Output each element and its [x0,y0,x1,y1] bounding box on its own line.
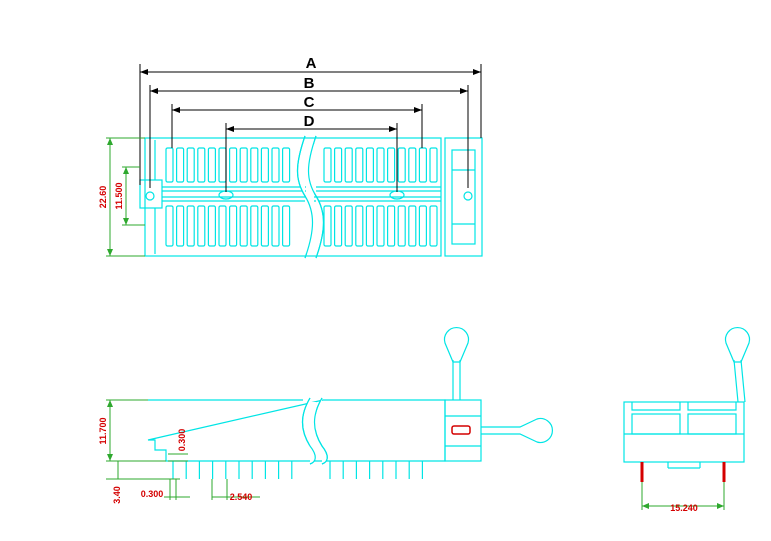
contact-slot [365,205,374,247]
contact-slot [334,205,343,247]
side-view-pins [172,461,423,479]
contact-slot [397,205,406,247]
dim-label-a: A [306,55,317,72]
dimension-lines-green [106,137,725,510]
dimension-arrows [140,69,481,132]
contact-slot [197,205,206,247]
dim-pin-width: 0.300 [141,489,164,499]
contact-slot [355,147,364,183]
dim-pin-length: 3.40 [112,486,122,504]
dim-label-b: B [304,75,315,92]
contact-slot [408,147,417,183]
contact-slot [387,205,396,247]
contact-slot [186,205,195,247]
contact-slot [260,205,269,247]
contact-slot [229,205,238,247]
contact-slots [165,147,438,247]
contact-slot [355,205,364,247]
contact-slot [207,205,216,247]
contact-slot [218,147,227,183]
contact-slot [218,205,227,247]
dim-label-d: D [304,113,315,130]
end-lever-knob [724,326,751,363]
dimension-lines [139,64,482,192]
contact-slot [418,205,427,247]
side-view-body [147,399,446,462]
contact-slot [408,205,417,247]
contact-slot [365,147,374,183]
dim-label-c: C [304,94,315,111]
lever-knob-upright [443,326,470,363]
contact-slot [186,147,195,183]
side-view [147,326,554,479]
contact-slot [197,147,206,183]
contact-slot [418,147,427,183]
lever-knob-horizontal [481,417,554,444]
contact-slot [387,147,396,183]
dim-pin-thickness: 0.300 [177,429,187,452]
contact-slot [271,205,280,247]
contact-slot [429,147,438,183]
contact-slot [250,147,259,183]
contact-slot [260,147,269,183]
contact-slot [250,205,259,247]
left-mount-tab [139,179,163,209]
contact-slot [344,147,353,183]
contact-slot [282,205,291,247]
dim-height-total: 22.60 [98,186,108,209]
top-view [139,135,483,259]
end-view-body [623,401,745,463]
contact-slot [271,147,280,183]
lever-slot-red [451,425,471,435]
contact-slot [323,147,332,183]
mount-hole-right [463,191,473,201]
dim-pitch: 2.540 [230,492,253,502]
mount-hole-left [145,191,155,201]
dim-side-height: 11.700 [98,417,108,444]
end-view [623,326,751,469]
contact-slot [334,147,343,183]
contact-slot [239,147,248,183]
contact-slot [176,147,185,183]
contact-slot [239,205,248,247]
side-lever-block [444,399,482,462]
contact-slot [376,147,385,183]
contact-slot [229,147,238,183]
lever-end-block [444,137,483,257]
dim-row-spacing: 15.240 [670,503,698,513]
contact-slot [282,147,291,183]
contact-slot [397,147,406,183]
contact-slot [165,205,174,247]
contact-slot [176,205,185,247]
contact-slot [376,205,385,247]
contact-slot [344,205,353,247]
contact-slot [323,205,332,247]
contact-slot [207,147,216,183]
dim-height-half: 11.500 [114,182,124,209]
contact-slot [429,205,438,247]
contact-slot [165,147,174,183]
